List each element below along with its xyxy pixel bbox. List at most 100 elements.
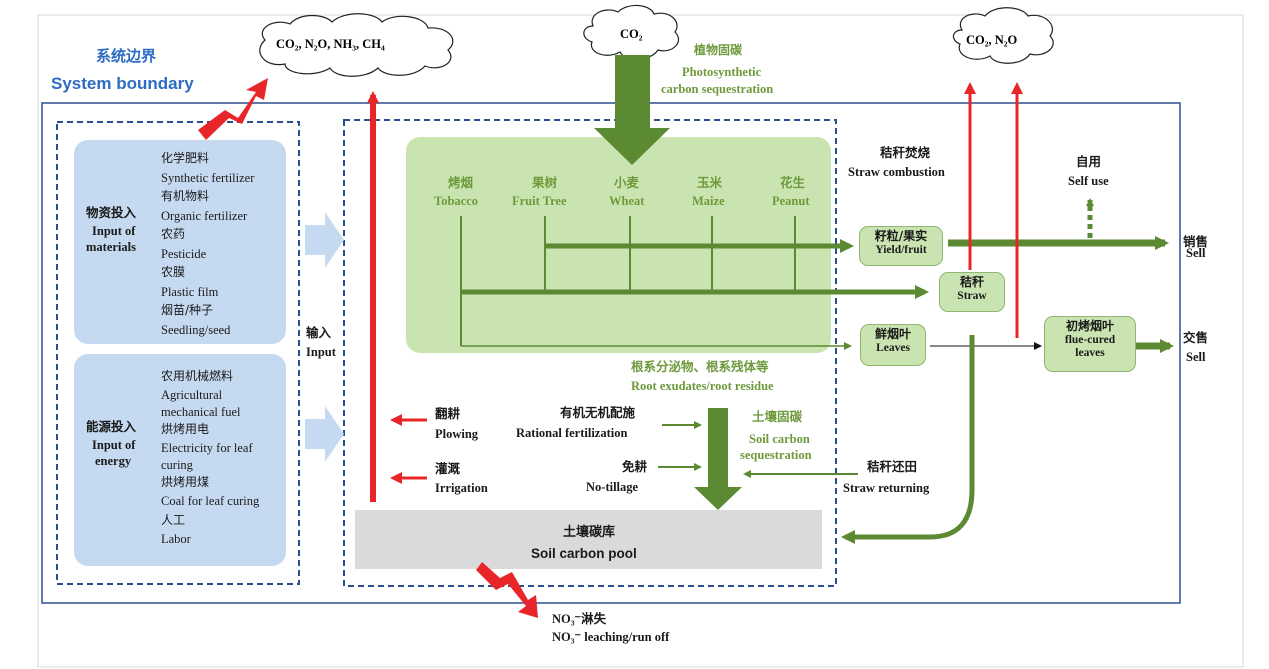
energy-box xyxy=(74,354,286,566)
cloud-right-text: CO₂, N₂O xyxy=(966,33,1018,47)
straw-combustion-en: Straw combustion xyxy=(848,165,945,179)
energy-item-en1: Agricultural xyxy=(161,388,223,402)
photosynthesis-arrow xyxy=(594,55,670,165)
boundary-label-cn: 系统边界 xyxy=(96,47,157,65)
root-cn: 根系分泌物、根系残体等 xyxy=(631,359,769,374)
material-item-cn: 化学肥料 xyxy=(161,151,210,165)
crop-wheat-en: Wheat xyxy=(609,194,645,208)
cloud-co2-text: CO₂ xyxy=(620,27,643,41)
materials-box xyxy=(74,140,286,344)
straw-en: Straw xyxy=(957,289,987,302)
energy-item-en2: curing xyxy=(161,458,193,472)
energy-item-cn: 烘烤用煤 xyxy=(161,475,210,489)
soil-seq-en1: Soil carbon xyxy=(749,432,810,446)
yield-en: Yield/fruit xyxy=(875,243,927,256)
straw-return-curve xyxy=(841,335,975,544)
self-use-en: Self use xyxy=(1068,174,1109,188)
material-item-cn: 农药 xyxy=(161,227,186,241)
material-item-en: Seedling/seed xyxy=(161,323,231,337)
material-item-en: Organic fertilizer xyxy=(161,209,248,223)
straw-combustion-cn: 秸秆焚烧 xyxy=(880,145,931,160)
crop-fruittree-en: Fruit Tree xyxy=(512,194,567,208)
notillage-cn: 免耕 xyxy=(622,459,648,474)
energy-item-en2: mechanical fuel xyxy=(161,405,241,419)
notillage-en: No-tillage xyxy=(586,480,639,494)
energy-title-en1: Input of xyxy=(92,438,136,452)
soil-pool-cn: 土壤碳库 xyxy=(563,525,616,540)
crop-fruittree-cn: 果树 xyxy=(532,175,558,190)
soil-pool-en: Soil carbon pool xyxy=(531,546,637,561)
soil-seq-cn: 土壤固碳 xyxy=(752,409,803,424)
rational-cn: 有机无机配施 xyxy=(560,405,636,420)
leaves-cn: 鲜烟叶 xyxy=(874,327,911,341)
energy-item-en1: Labor xyxy=(161,532,191,546)
sell1-en: Sell xyxy=(1186,246,1206,260)
energy-item-cn: 人工 xyxy=(161,513,186,527)
soil-pool-box xyxy=(355,510,822,569)
energy-item-cn: 烘烤用电 xyxy=(161,422,210,436)
crop-maize-cn: 玉米 xyxy=(697,175,723,190)
crop-peanut-en: Peanut xyxy=(772,194,810,208)
straw-pill: 秸秆 Straw xyxy=(939,272,1005,312)
sell1-cn: 销售 xyxy=(1183,234,1209,249)
rational-en: Rational fertilization xyxy=(516,426,628,440)
material-item-en: Synthetic fertilizer xyxy=(161,171,255,185)
crop-wheat-cn: 小麦 xyxy=(614,175,640,190)
leaves-en: Leaves xyxy=(876,341,910,354)
yield-cn: 籽粒/果实 xyxy=(874,229,928,243)
energy-item-cn: 农用机械燃料 xyxy=(161,369,234,383)
irrigation-en: Irrigation xyxy=(435,481,488,495)
material-item-en: Pesticide xyxy=(161,247,207,261)
soil-seq-en2: sequestration xyxy=(740,448,812,462)
crop-peanut-cn: 花生 xyxy=(780,175,806,190)
root-en: Root exudates/root residue xyxy=(631,379,774,393)
boundary-emission-zigzag xyxy=(198,78,268,140)
materials-title-en2: materials xyxy=(86,240,136,254)
system-boundary-rect xyxy=(41,102,1181,604)
energy-title-en2: energy xyxy=(95,454,132,468)
photosynthesis-en1: Photosynthetic xyxy=(682,65,762,79)
materials-input-arrow xyxy=(305,212,344,268)
crop-maize-en: Maize xyxy=(692,194,725,208)
self-use-cn: 自用 xyxy=(1076,154,1102,169)
inputs-dashed-box xyxy=(56,121,300,585)
energy-item-en1: Coal for leaf curing xyxy=(161,494,260,508)
plowing-cn: 翻耕 xyxy=(435,406,461,421)
energy-title-cn: 能源投入 xyxy=(86,419,137,434)
cured-cn: 初烤烟叶 xyxy=(1065,319,1114,333)
material-item-cn: 烟苗/种子 xyxy=(161,303,214,317)
input-label-cn: 输入 xyxy=(306,325,332,340)
root-soil-arrow xyxy=(694,408,742,510)
materials-title-cn: 物资投入 xyxy=(86,205,137,220)
boundary-label-en: System boundary xyxy=(51,74,194,93)
straw-returning-en: Straw returning xyxy=(843,481,930,495)
cured-pill: 初烤烟叶 flue-cured leaves xyxy=(1044,316,1136,372)
irrigation-cn: 灌溉 xyxy=(435,461,461,476)
straw-returning-cn: 秸秆还田 xyxy=(867,459,918,474)
sell2-cn: 交售 xyxy=(1183,330,1209,345)
leaching-cn: NO₃⁻淋失 xyxy=(552,612,607,626)
cloud-right xyxy=(952,7,1054,64)
photosynthesis-cn: 植物固碳 xyxy=(694,43,743,57)
farm-dashed-box xyxy=(343,119,837,587)
yield-pill: 籽粒/果实 Yield/fruit xyxy=(859,226,943,266)
cloud-top-emissions xyxy=(259,13,454,77)
materials-title-en1: Input of xyxy=(92,224,136,238)
energy-item-en1: Electricity for leaf xyxy=(161,441,253,455)
cured-en1: flue-cured xyxy=(1064,333,1116,346)
energy-input-arrow xyxy=(305,406,344,462)
crop-tobacco-en: Tobacco xyxy=(434,194,478,208)
leaves-pill: 鲜烟叶 Leaves xyxy=(860,324,926,366)
cloud-top-text: CO₂, N₂O, NH₃, CH₄ xyxy=(276,37,385,51)
leaching-en: NO₃⁻ leaching/run off xyxy=(552,630,670,644)
leaching-zigzag xyxy=(476,562,538,618)
material-item-en: Plastic film xyxy=(161,285,219,299)
cloud-co2 xyxy=(583,4,680,60)
photosynthesis-en2: carbon sequestration xyxy=(661,82,774,96)
material-item-cn: 农膜 xyxy=(161,265,186,279)
plowing-en: Plowing xyxy=(435,427,479,441)
sell2-en: Sell xyxy=(1186,350,1206,364)
input-label-en: Input xyxy=(306,345,336,359)
